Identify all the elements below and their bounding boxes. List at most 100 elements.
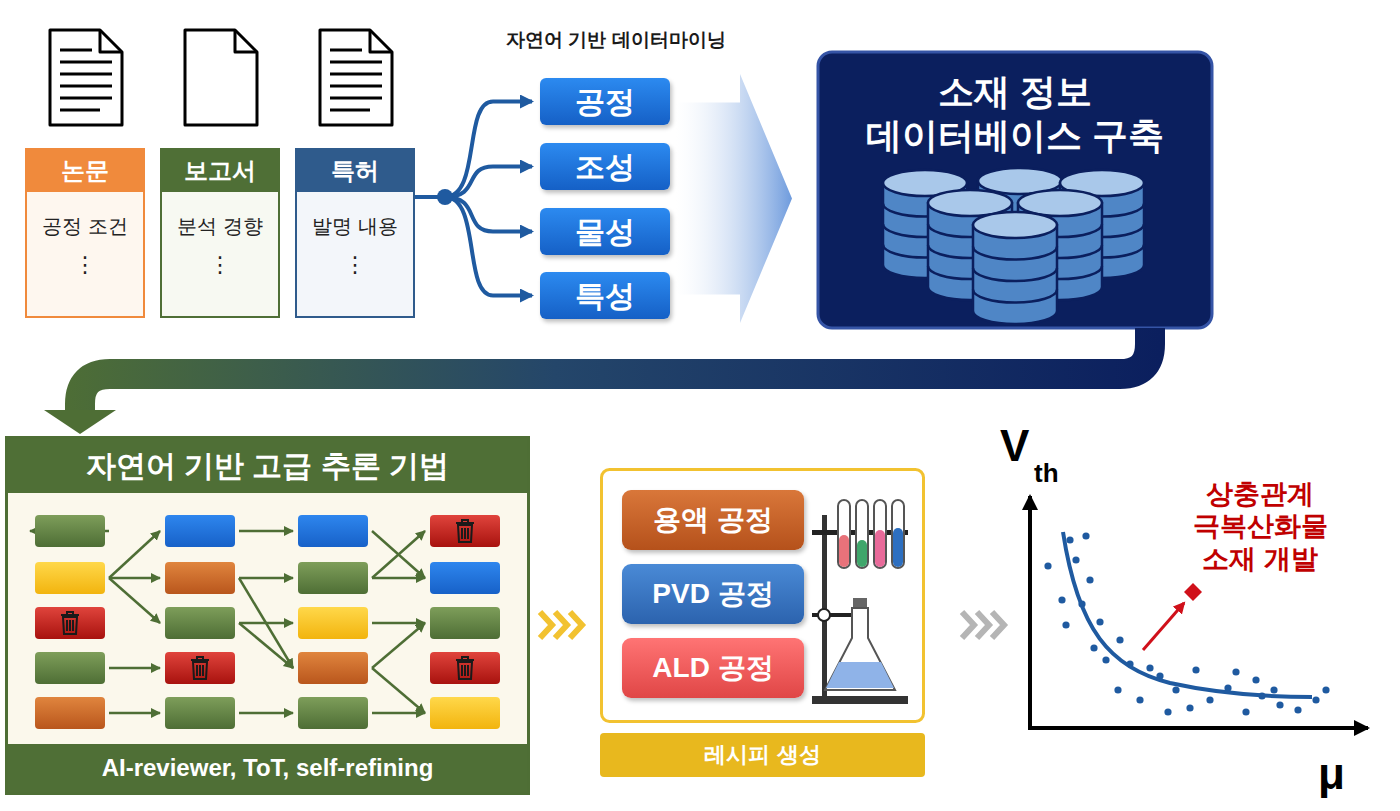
page-outline [185,30,257,125]
card-header: 보고서 [162,150,278,192]
tree-link [239,622,293,625]
clamp-knob [818,609,830,621]
page-lines [60,50,112,110]
lab-glassware [812,500,908,704]
cylinder-band [973,247,1057,260]
data-point [1270,686,1277,693]
fork-dot [437,189,453,205]
data-point [1066,536,1073,543]
arrowhead [44,410,116,434]
thought-box [298,515,368,547]
data-point [1242,708,1249,715]
trash-lid [456,520,474,523]
data-point [1206,696,1213,703]
database-cylinders [883,168,1144,324]
node-text: 물성 [540,215,670,248]
trash-lines [197,665,203,676]
flow-arrow [676,74,792,323]
connector [415,167,532,198]
connector [676,74,792,323]
page-outline [320,30,392,125]
data-category-box: 조성 [540,143,670,190]
thought-box [35,562,105,594]
thought-box [430,697,500,729]
database-box: 소재 정보 데이터베이스 구축 [818,52,1212,328]
trash-body [193,662,207,679]
cylinder-body [973,225,1057,324]
x-axis [1028,726,1368,730]
data-point [1082,532,1089,539]
node-text: 조성 [540,150,670,183]
data-point [1232,668,1239,675]
reasoning-panel-ground [5,436,530,795]
test-tube [856,500,868,568]
thought-box [298,562,368,594]
data-point [1276,701,1283,708]
flask [825,608,895,690]
target-point [1184,583,1202,601]
section-title: 자연어 기반 데이터마이닝 [476,27,756,53]
thought-box [165,652,235,684]
tree-link [109,578,160,623]
connector [540,612,582,638]
cylinder-band [973,290,1057,303]
trash-lid [61,612,79,615]
page-lines [330,50,382,110]
stopper [853,598,867,608]
thought-box [165,562,235,594]
stand-pole [822,515,827,698]
card-header: 특허 [297,150,413,192]
thought-box [165,607,235,639]
fork-arrow [415,197,532,232]
cylinder-top [973,212,1057,238]
data-point [1322,686,1329,693]
fork-arrow [415,167,532,198]
page-fold [235,30,257,52]
thought-box [35,652,105,684]
thought-box [298,607,368,639]
data-point [1072,556,1079,563]
tree-link [372,712,425,715]
trash-icon [191,657,209,679]
tree-link [372,531,425,578]
card-body: 공정 조건 [27,214,143,238]
data-category-box: 특성 [540,272,670,319]
tree-link [239,530,293,533]
callout-text: 상충관계 극복산화물 소재 개발 [1180,478,1340,575]
y-axis [1028,496,1032,730]
fork-arrow [415,197,532,296]
data-point [1252,676,1259,683]
chevron [962,612,974,638]
source-card: 논문공정 조건 ⋮ [25,148,145,318]
recipe-footer: 레시피 생성 [600,733,925,777]
process-box: 용액 공정 [622,490,804,550]
thought-box [430,607,500,639]
process-box: ALD 공정 [622,638,804,698]
card-header: 논문 [27,150,143,192]
liquid [857,540,867,567]
test-tube [892,500,904,568]
tree-link [109,712,160,715]
page-fold [370,30,392,52]
ellipsis-mark: ⋮ [27,252,143,278]
ellipsis-mark: ⋮ [162,252,278,278]
tree-link [109,577,160,580]
database-cylinder [973,212,1057,324]
trash-lid [191,657,209,660]
thought-box [298,652,368,684]
trash-icon [456,520,474,542]
trash-lines [67,620,73,631]
data-point [1086,576,1093,583]
improvement-arrow [1143,603,1184,650]
data-point [1116,636,1123,643]
chevron [570,612,582,638]
curved-flow-arrow [80,328,1150,410]
axis-subscript: th [1034,460,1074,486]
database-panel [818,52,1212,328]
trash-body [458,662,472,679]
ellipsis-mark: ⋮ [297,252,413,278]
page-fold [100,30,122,52]
tree-link [372,668,425,713]
recipe-frame [602,470,924,722]
tree-link [372,623,425,668]
